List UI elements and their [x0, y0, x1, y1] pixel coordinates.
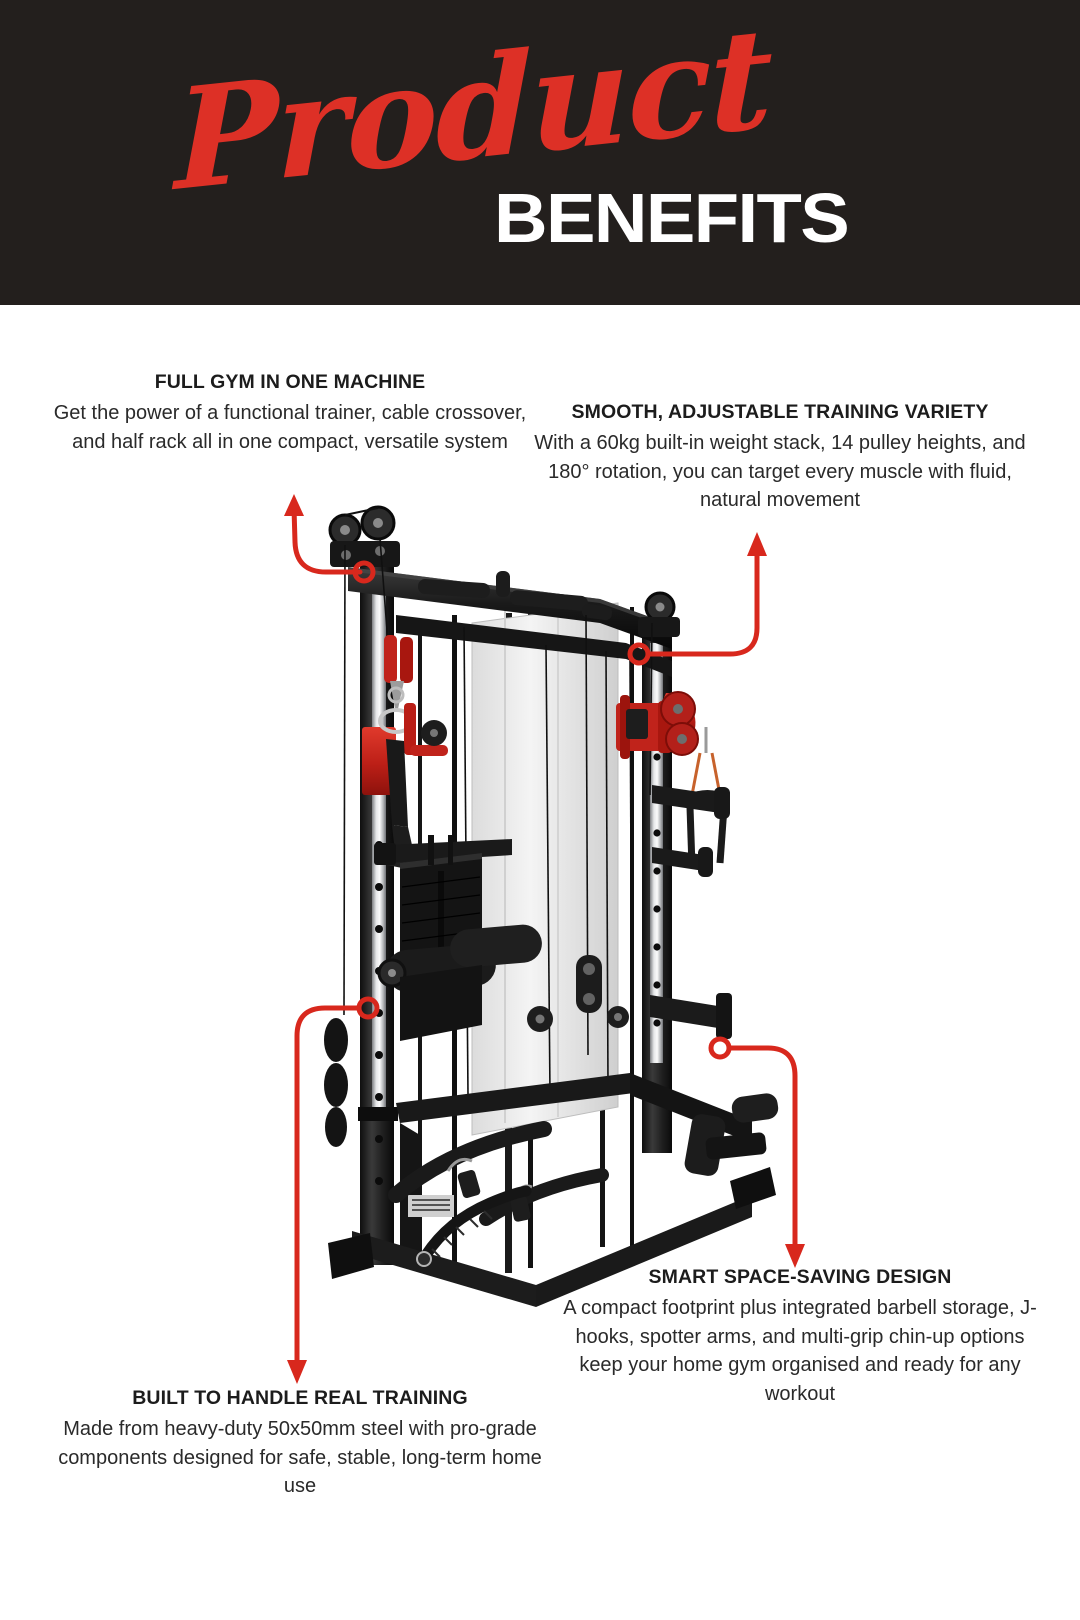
callout-built-title: BUILT TO HANDLE REAL TRAINING [132, 1387, 468, 1409]
gym-machine-illustration [324, 505, 779, 1307]
callout-smart-title: SMART SPACE-SAVING DESIGN [648, 1266, 952, 1288]
accessories [388, 1121, 609, 1267]
top-cross-beam [348, 567, 672, 677]
plate-storage-horns [324, 1018, 348, 1147]
callout-smooth-title: SMOOTH, ADJUSTABLE TRAINING VARIETY [571, 401, 989, 423]
callout-full-gym-title: FULL GYM IN ONE MACHINE [154, 371, 426, 393]
weight-stack [377, 835, 542, 1041]
base-frame [328, 1073, 776, 1307]
spotter-arms [650, 785, 732, 1039]
weight-stack-shroud [471, 602, 619, 1136]
mid-pulleys [527, 955, 629, 1032]
callout-built-body: Made from heavy-duty 50x50mm steel with … [58, 1418, 542, 1498]
callout-smooth: SMOOTH, ADJUSTABLE TRAINING VARIETY With… [520, 400, 1040, 515]
callout-built: BUILT TO HANDLE REAL TRAINING Made from … [40, 1386, 560, 1501]
callout-smart-body: A compact footprint plus integrated barb… [563, 1297, 1037, 1405]
callout-smooth-body: With a 60kg built-in weight stack, 14 pu… [534, 432, 1026, 512]
callout-full-gym-body: Get the power of a functional trainer, c… [53, 402, 527, 453]
header-banner: Product BENEFITS [0, 0, 1080, 305]
callout-full-gym: FULL GYM IN ONE MACHINE Get the power of… [40, 370, 540, 456]
page-title-block: BENEFITS [494, 179, 850, 257]
callout-smart: SMART SPACE-SAVING DESIGN A compact foot… [560, 1265, 1040, 1408]
product-photo [300, 495, 820, 1345]
